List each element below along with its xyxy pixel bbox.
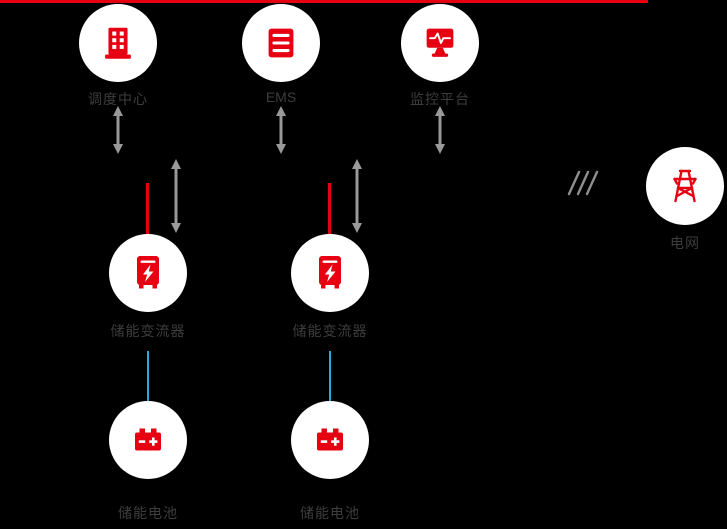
node-monitoring-platform: [401, 4, 479, 82]
bidirectional-arrow-icon: [171, 159, 181, 233]
monitor-pulse-icon: [426, 28, 454, 57]
node-label-battery-1: 储能电池: [118, 505, 178, 521]
node-inverter-1: [109, 234, 187, 312]
bidirectional-arrow-icon: [435, 106, 445, 154]
bidirectional-arrow-icon: [352, 159, 362, 233]
node-battery-1: [109, 401, 187, 479]
transmission-tower-icon: [673, 169, 697, 203]
node-label-inverter-2: 储能变流器: [292, 323, 368, 339]
line-break-slashes-icon: [567, 170, 599, 196]
node-label-monitoring-platform: 监控平台: [410, 91, 470, 107]
power-drop-line-1: [146, 183, 149, 235]
battery-icon: [317, 428, 343, 451]
bidirectional-arrow-icon: [113, 106, 123, 154]
inverter-icon: [137, 256, 159, 289]
bidirectional-arrow-icon: [276, 106, 286, 154]
building-icon: [105, 27, 131, 59]
node-label-battery-2: 储能电池: [300, 505, 360, 521]
node-label-inverter-1: 储能变流器: [110, 323, 186, 339]
node-inverter-2: [291, 234, 369, 312]
battery-icon: [135, 428, 161, 451]
power-bus-line: [0, 0, 648, 3]
server-icon: [268, 28, 294, 58]
dc-link-line-1: [147, 351, 149, 402]
node-label-ems: EMS: [265, 89, 297, 105]
node-label-dispatch-center: 调度中心: [88, 91, 148, 107]
node-ems: [242, 4, 320, 82]
inverter-icon: [319, 256, 341, 289]
node-battery-2: [291, 401, 369, 479]
power-drop-line-2: [328, 183, 331, 235]
node-dispatch-center: [79, 4, 157, 82]
node-grid: [646, 147, 724, 225]
node-label-grid: 电网: [670, 235, 700, 251]
dc-link-line-2: [329, 351, 331, 402]
